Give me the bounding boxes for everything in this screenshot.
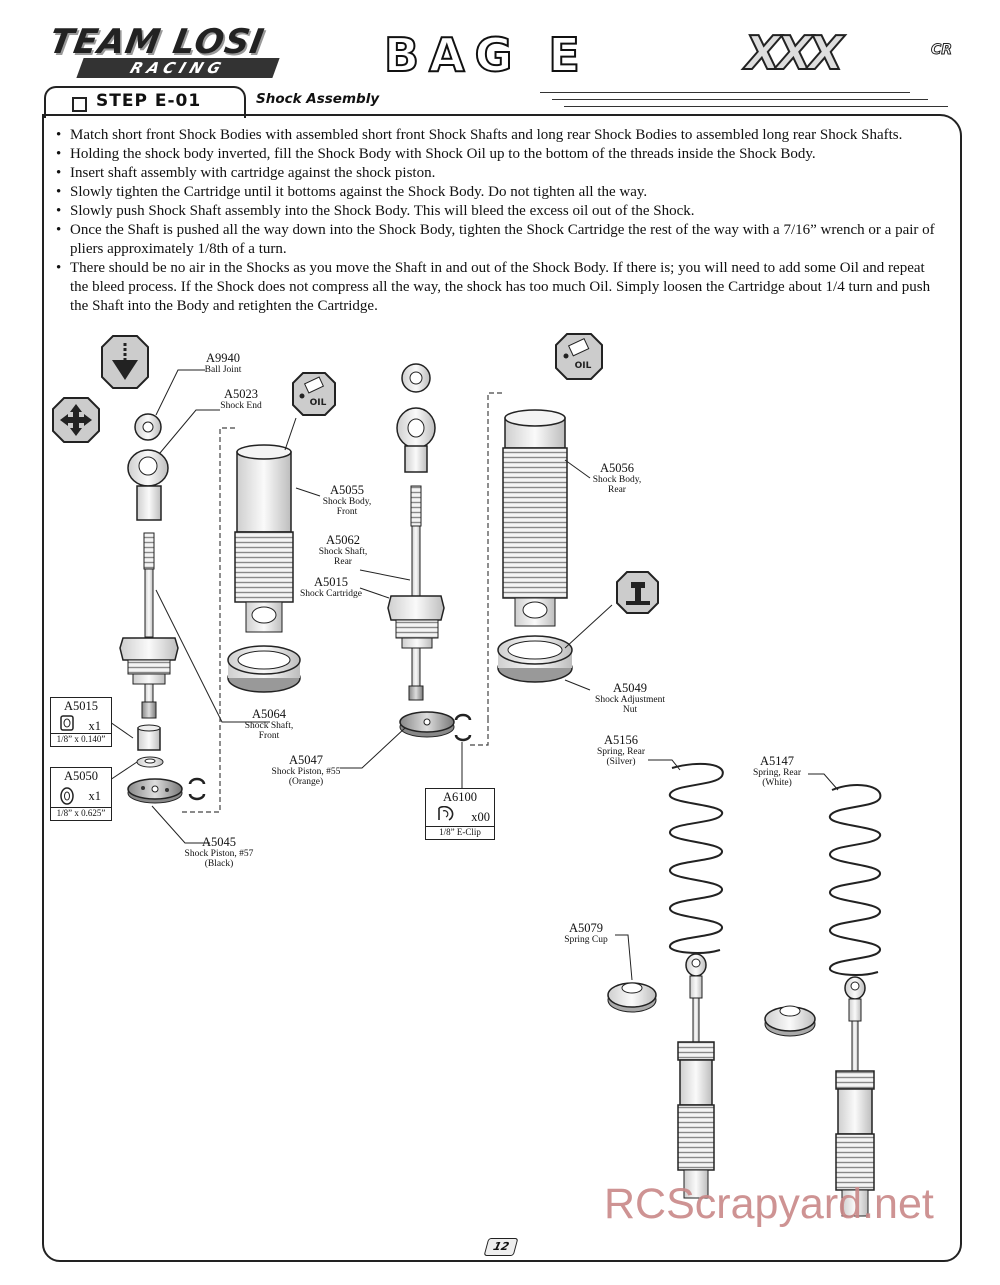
adjustment-nut-front <box>227 645 301 693</box>
step-checkbox[interactable] <box>72 97 87 112</box>
bag-title: BAG E <box>383 28 590 82</box>
callout-a5049: A5049 Shock Adjustment Nut <box>595 681 665 716</box>
header-rule-2 <box>552 99 928 100</box>
shock-shaft-front <box>119 532 179 719</box>
adjustment-nut-rear <box>497 635 573 683</box>
washer-a5050 <box>136 756 164 768</box>
spring-a5147 <box>829 783 882 976</box>
instruction-item: Slowly push Shock Shaft assembly into th… <box>56 202 946 221</box>
watermark: RCScrapyard.net <box>604 1180 934 1228</box>
step-frame <box>42 114 962 1262</box>
assembled-shock-silver <box>677 953 715 1199</box>
spacer-icon <box>60 715 74 731</box>
callout-a5056: A5056 Shock Body, Rear <box>592 461 642 496</box>
instruction-list: Match short front Shock Bodies with asse… <box>56 126 946 316</box>
e-clip-middle <box>454 713 472 742</box>
oil-bottle-icon: OIL <box>292 372 336 416</box>
instruction-item: Holding the shock body inverted, fill th… <box>56 145 946 164</box>
leader-lines <box>109 369 839 981</box>
xxx-cr-logo: XXX CR <box>735 25 970 82</box>
part-box-a5015: A5015 x1 1/8” x 0.140” <box>50 697 112 747</box>
part-box-a5050: A5050 x1 1/8” x 0.625” <box>50 767 112 821</box>
shock-end-left <box>127 449 169 521</box>
oil-bottle-icon: OIL <box>555 333 603 380</box>
callout-a5045: A5045 Shock Piston, #57 (Black) <box>184 835 254 870</box>
section-title: Shock Assembly <box>256 91 380 107</box>
push-down-icon <box>101 335 149 389</box>
assembled-shock-white <box>835 976 875 1217</box>
instruction-item: Match short front Shock Bodies with asse… <box>56 126 946 145</box>
shock-body-front <box>234 444 294 633</box>
step-label: STEP E-01 <box>96 91 202 111</box>
oil-icon-label: OIL <box>310 398 327 408</box>
callout-a5079: A5079 Spring Cup <box>564 921 608 946</box>
callout-a5147: A5147 Spring, Rear (White) <box>752 754 802 789</box>
spring-cup-a5079 <box>607 982 657 1013</box>
shock-end-middle <box>396 407 436 473</box>
instruction-item: Once the Shaft is pushed all the way dow… <box>56 221 946 259</box>
spring-cup-rear-white <box>764 1005 816 1037</box>
spring-a5156 <box>668 762 724 954</box>
instruction-item: Slowly tighten the Cartridge until it bo… <box>56 183 946 202</box>
washer-icon <box>60 787 74 805</box>
step-tab: STEP E-01 <box>44 86 246 118</box>
e-clip-left <box>188 777 206 801</box>
page-number: 12 <box>483 1238 519 1256</box>
part-box-a6100: A6100 x00 1/8” E-Clip <box>425 788 495 840</box>
alignment-guides <box>182 392 505 813</box>
tighten-screw-icon <box>616 571 659 614</box>
ball-joint-middle <box>401 363 431 393</box>
callout-a5023: A5023 Shock End <box>220 387 262 412</box>
callout-a5047: A5047 Shock Piston, #55 (Orange) <box>271 753 341 788</box>
header-rule-3 <box>564 106 948 107</box>
callout-a5062: A5062 Shock Shaft, Rear <box>318 533 368 568</box>
four-way-arrow-icon <box>52 397 100 443</box>
oil-icon-label: OIL <box>575 361 592 371</box>
logo-xxx-text: XXX <box>744 25 844 81</box>
ball-joint-left <box>134 413 162 441</box>
shock-shaft-rear <box>387 485 445 701</box>
callout-a5064: A5064 Shock Shaft, Front <box>244 707 294 742</box>
callout-a5055: A5055 Shock Body, Front <box>322 483 372 518</box>
spacer-a5015 <box>137 724 161 751</box>
callout-a9940: A9940 Ball Joint <box>204 351 242 376</box>
instruction-item: There should be no air in the Shocks as … <box>56 259 946 316</box>
logo-cr-text: CR <box>930 42 953 59</box>
shock-piston-a5045 <box>127 778 183 804</box>
e-clip-icon <box>438 806 454 821</box>
shock-piston-a5047 <box>399 711 455 738</box>
header-rule-1 <box>540 92 910 93</box>
callout-a5156: A5156 Spring, Rear (Silver) <box>596 733 646 768</box>
callout-a5015-cartridge: A5015 Shock Cartridge <box>299 575 362 600</box>
instruction-item: Insert shaft assembly with cartridge aga… <box>56 164 946 183</box>
shock-body-rear <box>502 409 568 627</box>
